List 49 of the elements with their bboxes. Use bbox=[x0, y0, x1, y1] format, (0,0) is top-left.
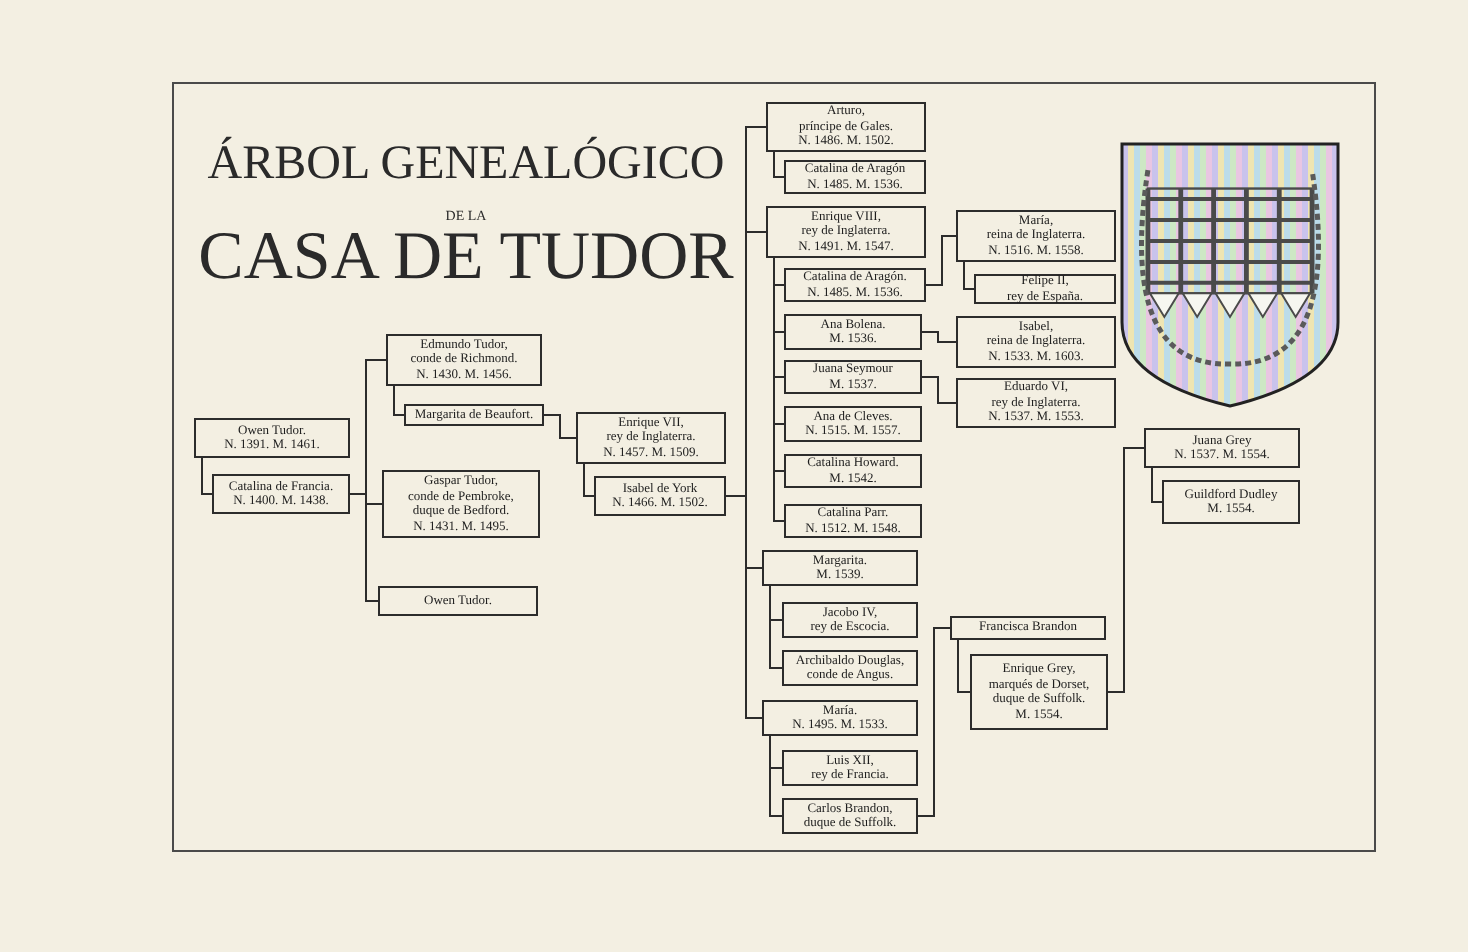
connector-line bbox=[201, 457, 213, 495]
person-box bbox=[974, 274, 1116, 304]
person-box bbox=[766, 206, 926, 258]
person-box bbox=[378, 586, 538, 616]
person-box bbox=[386, 334, 542, 386]
connector-line bbox=[1107, 447, 1145, 693]
person-box bbox=[784, 504, 922, 538]
person-box bbox=[382, 470, 540, 538]
connector-line bbox=[543, 414, 577, 439]
connector-line bbox=[769, 585, 783, 669]
connector-line bbox=[393, 385, 405, 416]
connector-line bbox=[773, 257, 785, 522]
person-box bbox=[956, 378, 1116, 428]
person-box bbox=[784, 360, 922, 394]
connector-line bbox=[583, 463, 595, 497]
person-box bbox=[194, 418, 350, 458]
person-box bbox=[956, 210, 1116, 262]
connector-line bbox=[725, 495, 763, 719]
connector-line bbox=[925, 235, 957, 286]
person-box bbox=[762, 700, 918, 736]
connector-line bbox=[1151, 467, 1163, 503]
connector-line bbox=[957, 639, 971, 693]
person-box bbox=[1144, 428, 1300, 468]
person-box bbox=[782, 602, 918, 638]
connector-line bbox=[773, 151, 785, 178]
person-box bbox=[970, 654, 1108, 730]
person-box bbox=[956, 316, 1116, 368]
person-box bbox=[784, 314, 922, 350]
connector-line bbox=[917, 627, 951, 817]
person-box bbox=[784, 268, 926, 302]
person-box bbox=[784, 160, 926, 194]
person-box bbox=[766, 102, 926, 152]
person-box bbox=[782, 750, 918, 786]
person-box bbox=[1162, 480, 1300, 524]
person-box bbox=[782, 650, 918, 686]
person-box bbox=[762, 550, 918, 586]
connector-line bbox=[963, 261, 975, 290]
connector-line bbox=[921, 331, 957, 343]
person-box bbox=[576, 412, 726, 464]
person-box bbox=[782, 798, 918, 834]
connector-line bbox=[349, 493, 379, 602]
connector-line bbox=[769, 735, 783, 817]
person-box bbox=[212, 474, 350, 514]
person-box bbox=[594, 476, 726, 516]
person-box bbox=[404, 404, 544, 426]
person-box bbox=[784, 454, 922, 488]
person-box bbox=[950, 616, 1106, 640]
person-box bbox=[784, 406, 922, 442]
connector-line bbox=[921, 376, 957, 404]
